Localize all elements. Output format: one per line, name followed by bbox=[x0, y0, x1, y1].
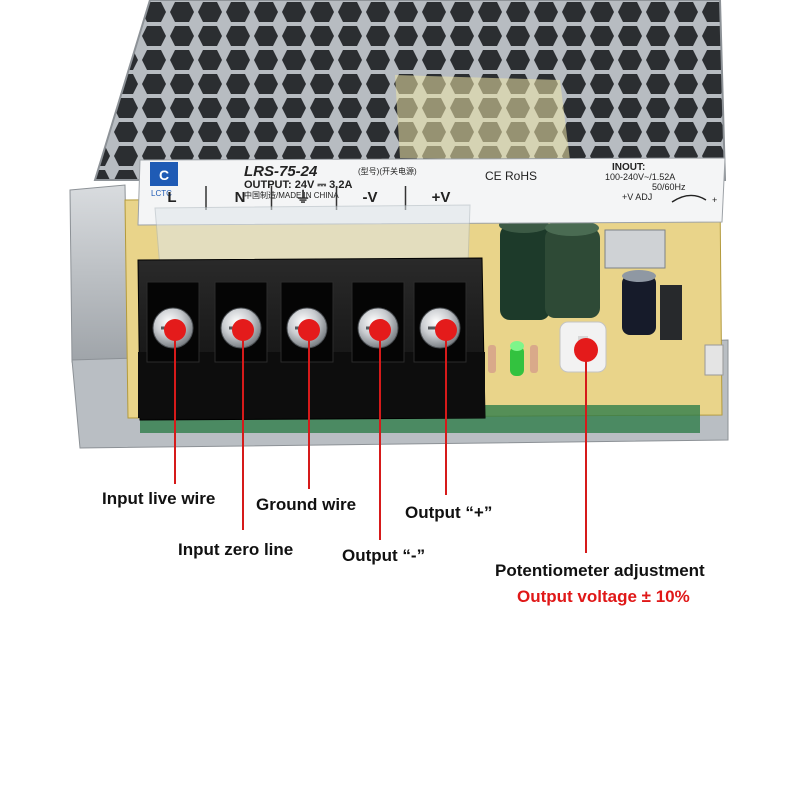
label-output-plus: Output “+” bbox=[405, 503, 493, 522]
made-in-text: 中国制造/MADE IN CHINA bbox=[244, 190, 339, 200]
adj-label: +V ADJ bbox=[622, 192, 652, 202]
adj-plus: + bbox=[712, 195, 717, 205]
label-output-minus: Output “-” bbox=[342, 546, 426, 565]
electrolytic-capacitors bbox=[499, 217, 600, 320]
input-freq: 50/60Hz bbox=[652, 182, 686, 192]
label-input-zero-line: Input zero line bbox=[178, 540, 294, 559]
input-title: INOUT: bbox=[612, 162, 645, 173]
callout-dot-output-plus bbox=[435, 319, 457, 341]
callout-dot-input-live bbox=[164, 319, 186, 341]
terminal-label-ground: ⏚ bbox=[295, 189, 310, 206]
model-suffix: (型号)(开关电源) bbox=[358, 166, 417, 176]
input-spec: 100-240V~/1.52A bbox=[605, 172, 675, 182]
mesh-cover bbox=[93, 0, 727, 181]
callout-lines bbox=[164, 319, 598, 553]
callout-dot-input-zero bbox=[232, 319, 254, 341]
terminal-labels: L N ⏚ -V +V bbox=[167, 186, 450, 210]
svg-text:C: C bbox=[159, 167, 169, 183]
connector bbox=[704, 344, 724, 376]
model-name: LRS-75-24 bbox=[244, 163, 318, 180]
label-input-live-wire: Input live wire bbox=[102, 489, 216, 508]
label-ground-wire: Ground wire bbox=[256, 495, 357, 514]
terminal-label-l: L bbox=[167, 189, 176, 206]
small-capacitor bbox=[622, 270, 656, 335]
transformer bbox=[604, 229, 682, 340]
callout-dot-ground bbox=[298, 319, 320, 341]
terminal-label-plus-v: +V bbox=[432, 189, 451, 206]
callout-dot-potentiometer bbox=[574, 338, 598, 362]
green-led bbox=[510, 341, 524, 376]
label-potentiometer: Potentiometer adjustment bbox=[495, 561, 705, 580]
resistors bbox=[488, 345, 538, 373]
cert-marks: CE RoHS bbox=[485, 169, 537, 183]
logo-text: LCTC bbox=[151, 189, 172, 198]
label-output-voltage-range: Output voltage ± 10% bbox=[517, 587, 690, 606]
chassis-side bbox=[69, 184, 129, 363]
adj-arrow-icon bbox=[671, 194, 707, 203]
terminal-label-n: N bbox=[235, 189, 246, 206]
callout-dot-output-minus bbox=[369, 319, 391, 341]
terminal-label-minus-v: -V bbox=[363, 189, 378, 206]
